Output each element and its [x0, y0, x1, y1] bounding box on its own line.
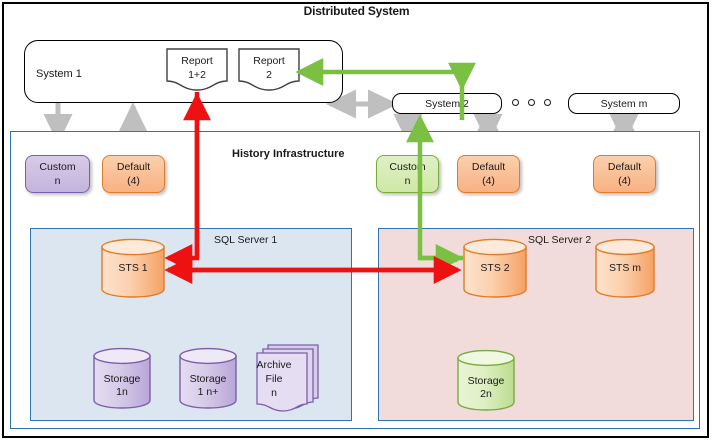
history-infrastructure-label: History Infrastructure: [232, 148, 345, 160]
default-4-2-line1: Default: [471, 161, 506, 173]
ellipsis-dots: [512, 99, 551, 106]
archive-file-line1: Archive: [256, 359, 292, 371]
archive-file-stack[interactable]: Archive File n: [254, 340, 322, 412]
system-2-label: System 2: [425, 97, 469, 110]
custom-n-2-line1: Custom: [389, 161, 426, 173]
report-1-2-document[interactable]: Report 1+2: [166, 48, 228, 92]
report-1-2-line2: 1+2: [188, 69, 206, 81]
archive-file-line3: n: [271, 387, 277, 399]
dot-2: [528, 99, 535, 106]
storage-1n-plus-line1: Storage: [189, 373, 227, 385]
storage-1n-line2: 1n: [116, 386, 128, 398]
default-4-2-line2: (4): [482, 175, 495, 187]
system-1-label: System 1: [36, 68, 82, 80]
page-title: Distributed System: [303, 4, 410, 18]
report-1-2-line1: Report: [181, 55, 213, 67]
default-4-3-line2: (4): [618, 175, 631, 187]
custom-n-1-line2: n: [54, 175, 61, 187]
sts-1-label: STS 1: [118, 262, 148, 274]
storage-2n-line1: Storage: [467, 375, 505, 387]
storage-1n-line1: Storage: [103, 373, 141, 385]
system-2-box[interactable]: System 2: [392, 93, 502, 114]
storage-2n-cylinder[interactable]: Storage 2n: [456, 349, 516, 412]
custom-n-2-line2: n: [404, 175, 411, 187]
custom-n-1-line1: Custom: [39, 161, 76, 173]
storage-1n-plus-cylinder[interactable]: Storage 1 n+: [178, 347, 238, 410]
sql-server-2-label: SQL Server 2: [528, 234, 592, 246]
sql-server-1-label: SQL Server 1: [214, 234, 278, 246]
report-2-line1: Report: [253, 55, 285, 67]
system-m-label: System m: [600, 97, 648, 110]
default-4-1-line2: (4): [127, 175, 140, 187]
sts-2-cylinder[interactable]: STS 2: [462, 238, 528, 298]
sts-m-label: STS m: [608, 262, 642, 274]
default-4-box-3[interactable]: Default (4): [593, 155, 656, 193]
system-m-box[interactable]: System m: [568, 93, 680, 114]
sts-m-cylinder[interactable]: STS m: [594, 238, 656, 298]
dot-3: [544, 99, 551, 106]
report-2-document[interactable]: Report 2: [238, 48, 300, 92]
custom-n-box-2[interactable]: Custom n: [376, 155, 439, 193]
default-4-3-line1: Default: [607, 161, 642, 173]
custom-n-box-1[interactable]: Custom n: [25, 155, 90, 193]
dot-1: [512, 99, 519, 106]
default-4-box-2[interactable]: Default (4): [457, 155, 520, 193]
report-2-line2: 2: [266, 69, 272, 81]
sts-2-label: STS 2: [480, 262, 510, 274]
storage-2n-line2: 2n: [480, 388, 492, 400]
storage-1n-cylinder[interactable]: Storage 1n: [92, 347, 152, 410]
archive-file-line2: File: [265, 373, 283, 385]
default-4-1-line1: Default: [116, 161, 151, 173]
sts-1-cylinder[interactable]: STS 1: [100, 238, 166, 298]
default-4-box-1[interactable]: Default (4): [102, 155, 165, 193]
storage-1n-plus-line2: 1 n+: [197, 386, 219, 398]
